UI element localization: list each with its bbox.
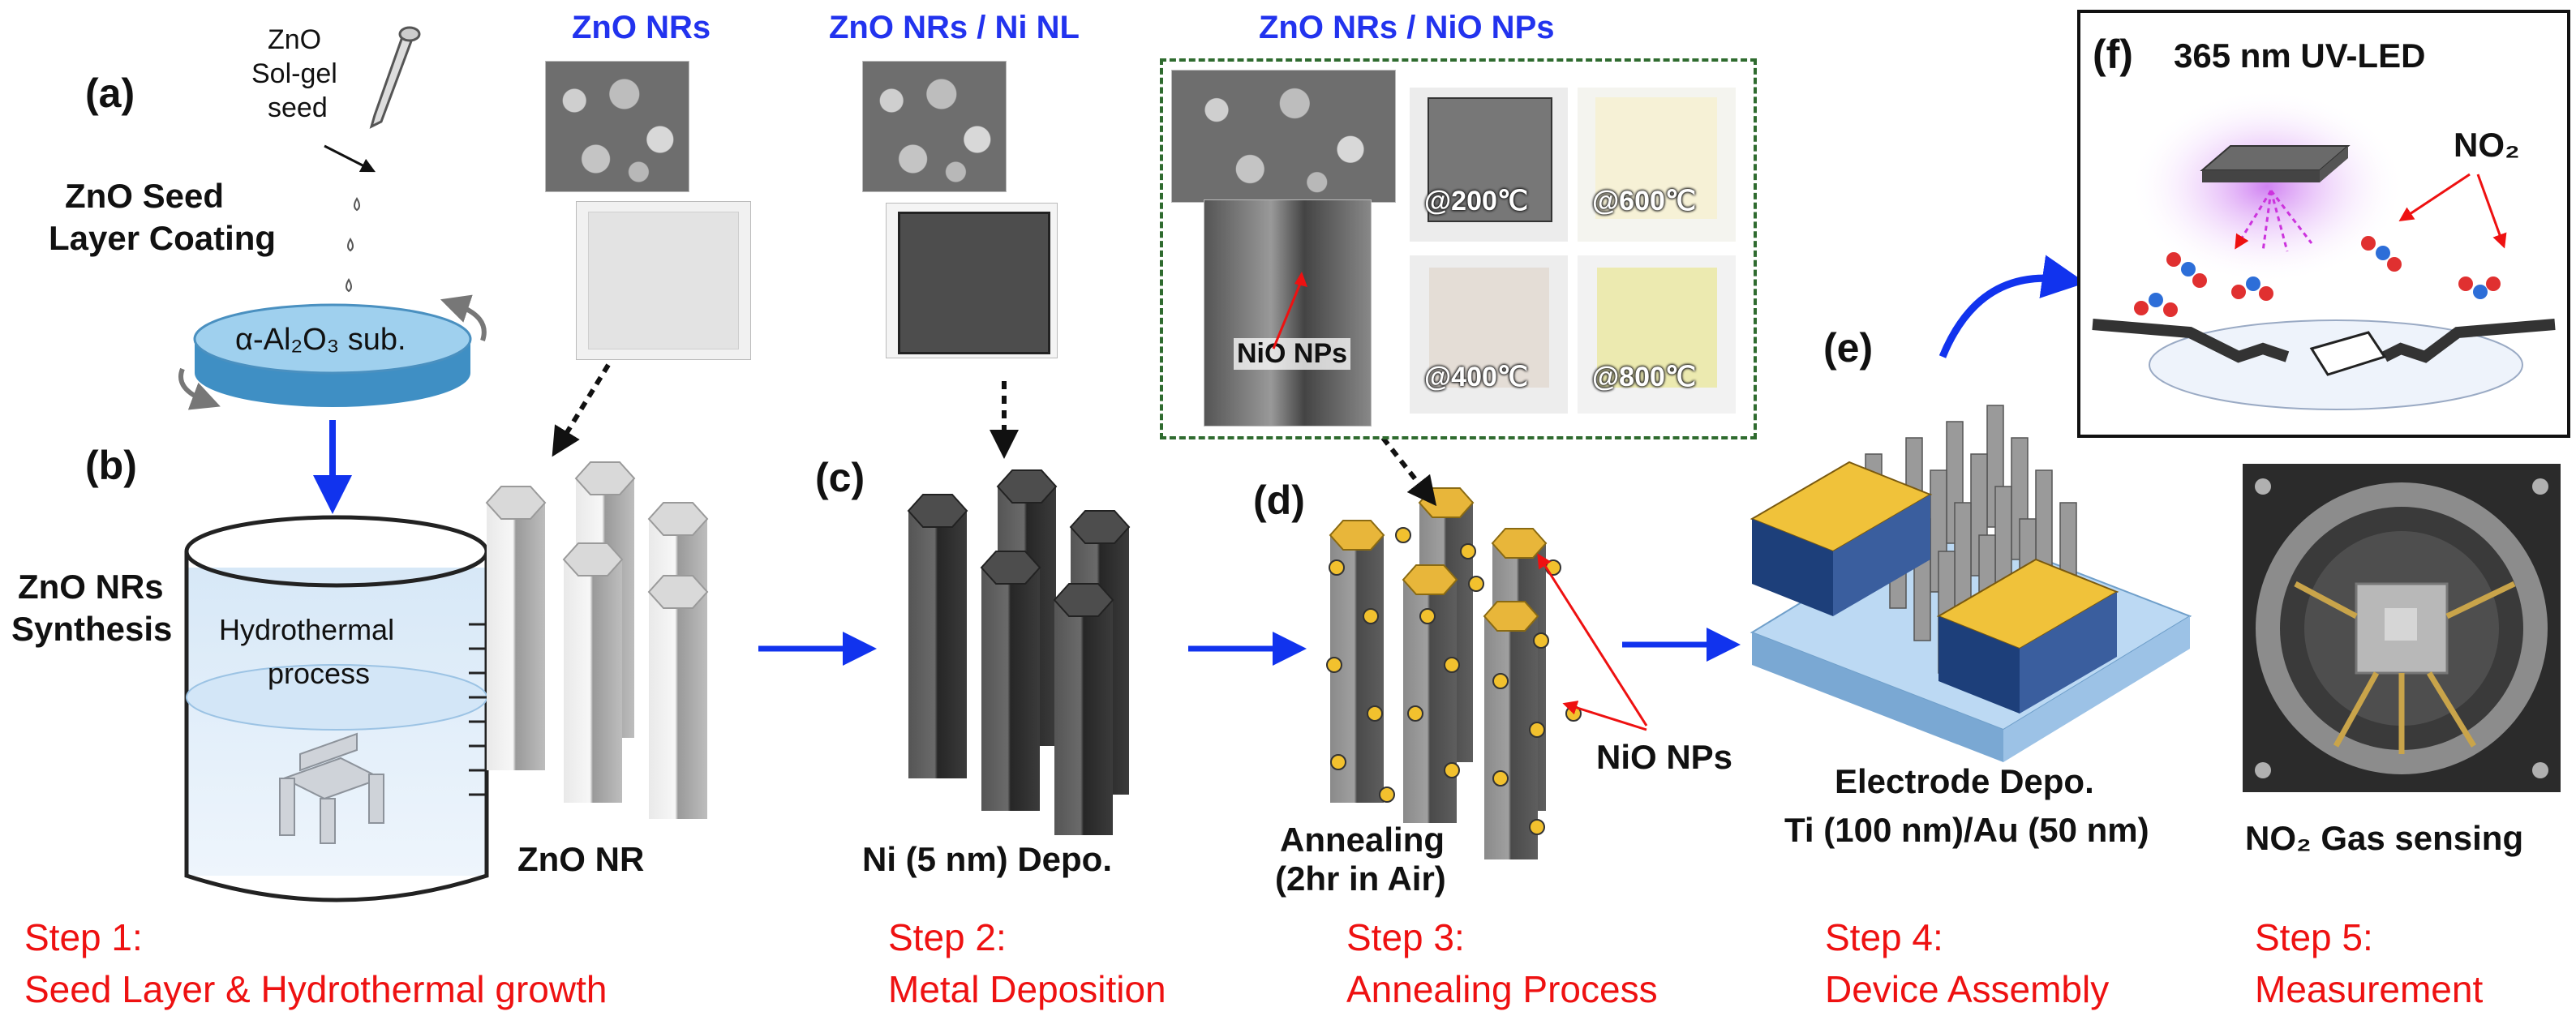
nio-nps-inset-label: NiO NPs <box>1234 338 1351 370</box>
step-3-title: Step 3: <box>1346 916 1465 958</box>
pipette-label-1: ZnO <box>268 24 322 55</box>
caption-electrode-2: Ti (100 nm)/Au (50 nm) <box>1784 811 2149 849</box>
step-3: Step 3: Annealing Process <box>1346 911 1658 1015</box>
uv-gas-label: NO₂ <box>2454 126 2520 164</box>
panel-label-f: (f) <box>2093 32 2133 77</box>
substrate-disk <box>178 294 487 410</box>
pipette-label-3: seed <box>268 92 328 123</box>
caption-zno-nr: ZnO NR <box>517 840 645 878</box>
sample-photo-zno <box>576 201 751 360</box>
step-2-title: Step 2: <box>888 916 1007 958</box>
caption-ni-depo: Ni (5 nm) Depo. <box>862 840 1113 878</box>
panel-label-c: (c) <box>815 455 865 500</box>
anneal-sample-800: @800℃ <box>1578 255 1736 414</box>
device-with-electrodes <box>1750 405 2192 762</box>
beaker-label-2: process <box>268 657 371 690</box>
step-4-title: Step 4: <box>1825 916 1943 958</box>
inset-red-arrow <box>1272 272 1307 349</box>
sem-image-zno <box>545 61 689 192</box>
step-4: Step 4: Device Assembly <box>1825 911 2109 1015</box>
nio-decorated-nanorods <box>1326 487 1648 859</box>
beaker-icon <box>184 515 489 902</box>
caption-annealing-1: Annealing <box>1280 821 1445 859</box>
synthesis-label-2: Synthesis <box>11 610 173 648</box>
seed-coating-label-1: ZnO Seed <box>65 177 225 215</box>
caption-gas-sensing: NO₂ Gas sensing <box>2245 819 2524 857</box>
panel-label-a: (a) <box>85 71 135 116</box>
step-2-desc: Metal Deposition <box>888 968 1166 1010</box>
step-3-desc: Annealing Process <box>1346 968 1658 1010</box>
substrate-label: α-Al₂O₃ sub. <box>235 323 406 357</box>
pipette-icon <box>324 26 421 293</box>
sample-photo-ni <box>886 203 1058 358</box>
pipette-label-2: Sol-gel <box>251 58 337 89</box>
zno-nanorods-light <box>485 461 709 819</box>
caption-nio-nps: NiO NPs <box>1596 738 1733 776</box>
sem-image-ni <box>862 61 1007 192</box>
header-zno-ni: ZnO NRs / Ni NL <box>829 10 1080 45</box>
anneal-sample-400: @400℃ <box>1410 255 1568 414</box>
step-1-title: Step 1: <box>24 916 143 958</box>
gas-chamber-photo <box>2243 464 2561 792</box>
step-1: Step 1: Seed Layer & Hydrothermal growth <box>24 911 607 1015</box>
ni-coated-nanorods <box>907 469 1131 835</box>
header-zno-nio: ZnO NRs / NiO NPs <box>1259 10 1555 45</box>
sem-image-nio-top <box>1171 70 1396 203</box>
beaker-label-1: Hydrothermal <box>219 613 395 646</box>
panel-label-b: (b) <box>85 443 137 488</box>
uv-led-title: 365 nm UV-LED <box>2174 36 2426 75</box>
header-zno-nrs: ZnO NRs <box>572 10 711 45</box>
uv-led-panel <box>2077 10 2570 438</box>
panel-label-d: (d) <box>1253 478 1305 523</box>
step-5-desc: Measurement <box>2255 968 2484 1010</box>
anneal-sample-200: @200℃ <box>1410 88 1568 242</box>
caption-electrode-1: Electrode Depo. <box>1835 762 2094 800</box>
arrow-e-to-f <box>1938 255 2086 358</box>
caption-annealing-2: (2hr in Air) <box>1275 859 1446 898</box>
dotted-arrow-nio <box>1380 436 1437 507</box>
anneal-sample-600: @600℃ <box>1578 88 1736 242</box>
synthesis-label-1: ZnO NRs <box>18 568 164 606</box>
dotted-arrow-zno <box>552 363 611 457</box>
seed-coating-label-2: Layer Coating <box>49 219 277 257</box>
step-1-desc: Seed Layer & Hydrothermal growth <box>24 968 608 1010</box>
step-4-desc: Device Assembly <box>1825 968 2110 1010</box>
nio-inset-box <box>1160 58 1757 439</box>
step-5-title: Step 5: <box>2255 916 2373 958</box>
step-5: Step 5: Measurement <box>2255 911 2483 1015</box>
step-2: Step 2: Metal Deposition <box>888 911 1166 1015</box>
panel-label-e: (e) <box>1823 325 1874 371</box>
